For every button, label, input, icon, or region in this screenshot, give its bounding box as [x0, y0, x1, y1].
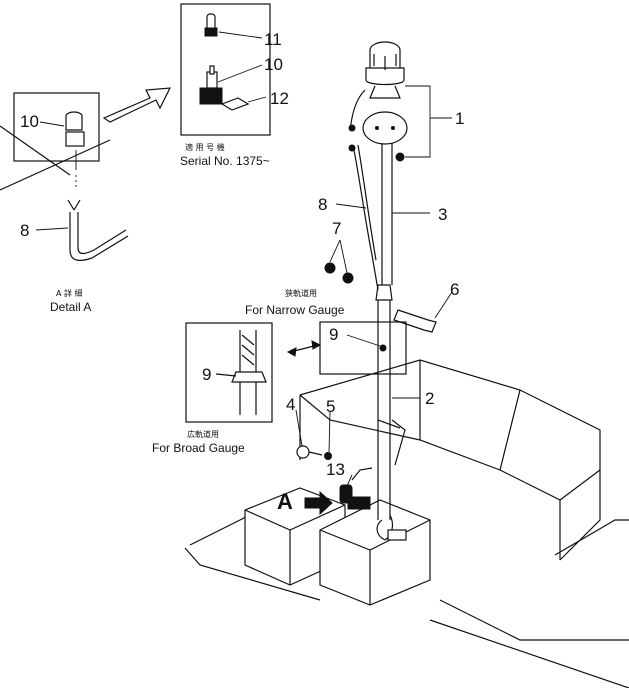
callout-1: 1: [455, 109, 464, 128]
serial-jp: 適 用 号 機: [185, 142, 225, 152]
fasteners: [296, 262, 437, 460]
view-a-letter: A: [277, 489, 293, 514]
battery-box-right: [319, 499, 431, 606]
callout-8-detail: 8: [20, 221, 29, 240]
callout-11: 11: [264, 30, 282, 49]
machine-body: [184, 359, 629, 688]
callout-10-detail: 10: [20, 112, 39, 131]
callout-2: 2: [425, 389, 434, 408]
pole-assembly: [348, 89, 408, 541]
callout-9-main: 9: [329, 325, 338, 344]
serial-label: Serial No. 1375~: [180, 154, 270, 168]
callout-6: 6: [450, 280, 459, 299]
switch-bracket: [339, 467, 373, 510]
detail-a-inset: [0, 92, 129, 261]
leader-lines: [295, 85, 453, 489]
callout-5: 5: [326, 397, 335, 416]
narrow-gauge-label: For Narrow Gauge: [245, 303, 345, 317]
narrow-gauge-jp: 狭軌道用: [285, 288, 317, 298]
narrow-gauge-frame: [319, 321, 407, 375]
callout-10-serial: 10: [264, 55, 283, 74]
callout-13: 13: [326, 460, 345, 479]
view-a-marker: A: [277, 489, 333, 516]
upgrade-arrow: [102, 87, 172, 123]
serial-inset: [180, 3, 271, 136]
detail-a-label: Detail A: [50, 300, 91, 314]
callout-12: 12: [270, 89, 289, 108]
callout-7: 7: [332, 219, 341, 238]
detail-a-jp: A 詳 細: [56, 288, 83, 298]
callout-9-broad: 9: [202, 365, 211, 384]
broad-gauge-label: For Broad Gauge: [152, 441, 245, 455]
callout-8-main: 8: [318, 195, 327, 214]
beacon-light: [365, 41, 405, 162]
broad-gauge-inset: [185, 322, 322, 423]
callout-4: 4: [286, 395, 295, 414]
callout-3: 3: [438, 205, 447, 224]
broad-gauge-jp: 広軌道用: [187, 429, 219, 439]
